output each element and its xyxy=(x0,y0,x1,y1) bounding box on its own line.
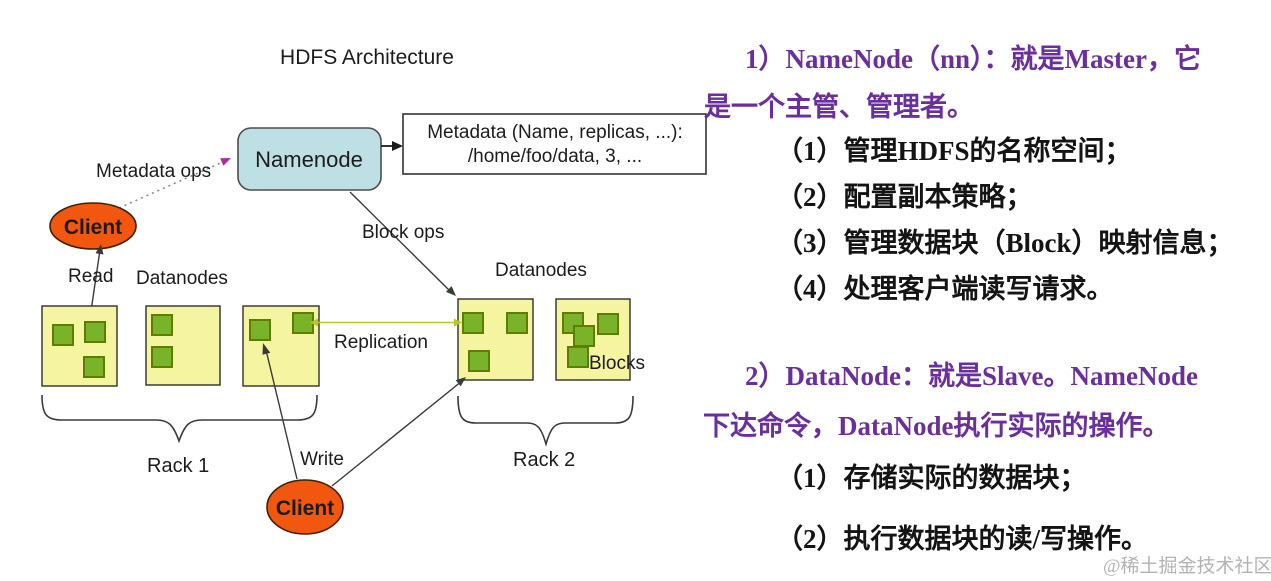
datanodes-left-label: Datanodes xyxy=(136,268,228,289)
metadata-box xyxy=(402,113,707,175)
metadata-box-line1: Metadata (Name, replicas, ...): xyxy=(427,122,683,143)
rack1-brace xyxy=(41,394,318,444)
client-top-ellipse xyxy=(49,202,137,250)
note-section2-item2: （2）执行数据块的读/写操作。 xyxy=(776,524,1149,554)
blocks-label: Blocks xyxy=(589,353,645,374)
note-section2-heading-line2: 下达命令，DataNode执行实际的操作。 xyxy=(703,411,1170,441)
metadata-box-line2: /home/foo/data, 3, ... xyxy=(468,146,642,167)
metadata-ops-dashed-line xyxy=(118,160,226,209)
note-section2-heading-line1: 2）DataNode：就是Slave。NameNode xyxy=(745,361,1198,391)
rack1-datanodes xyxy=(41,305,320,387)
block-ops-line xyxy=(349,191,452,293)
note-section1-item2: （2）配置副本策略； xyxy=(776,182,1033,212)
client-top-label: Client xyxy=(64,216,122,239)
datanodes-right-label: Datanodes xyxy=(495,260,587,281)
read-line xyxy=(90,249,101,312)
replication-arrowhead-right-icon xyxy=(454,318,462,327)
write-arrowhead-left-icon xyxy=(262,343,271,355)
block-icon xyxy=(506,312,528,334)
note-section1-heading-line2: 是一个主管、管理者。 xyxy=(704,92,974,122)
block-icon xyxy=(84,321,106,343)
note-section1-heading-line1: 1）NameNode（nn）：就是Master，它 xyxy=(745,44,1201,74)
write-line-left xyxy=(265,349,298,480)
block-icon xyxy=(52,324,74,346)
write-arrowhead-right-icon xyxy=(455,377,466,387)
read-label: Read xyxy=(68,266,113,287)
write-line-right xyxy=(331,380,463,487)
namenode-metadata-arrowhead-icon xyxy=(392,141,403,151)
hdfs-architecture-diagram: HDFS Architecture Metadata ops Namenode … xyxy=(41,46,707,535)
watermark: @稀土掘金技术社区 xyxy=(1103,556,1271,577)
block-ops-label: Block ops xyxy=(362,222,444,243)
read-arrowhead-icon xyxy=(95,244,104,255)
namenode-label: Namenode xyxy=(255,147,363,172)
block-icon xyxy=(83,356,105,378)
block-icon xyxy=(292,312,314,334)
note-section1-item4: （4）处理客户端读写请求。 xyxy=(776,274,1114,304)
rack2-datanodes xyxy=(457,298,631,381)
note-section1-item1: （1）管理HDFS的名称空间； xyxy=(776,136,1132,166)
block-icon xyxy=(249,319,271,341)
block-icon xyxy=(573,325,595,347)
metadata-ops-arrowhead-icon xyxy=(220,158,231,166)
replication-arrowhead-left-icon xyxy=(310,318,318,327)
rack1-label: Rack 1 xyxy=(147,455,209,477)
block-icon xyxy=(468,350,490,372)
namenode-box xyxy=(237,127,382,191)
note-section2-item1: （1）存储实际的数据块； xyxy=(776,463,1087,493)
block-icon xyxy=(567,346,589,368)
note-section1-item3: （3）管理数据块（Block）映射信息； xyxy=(776,228,1234,258)
rack2-brace xyxy=(457,395,634,447)
block-ops-arrowhead-icon xyxy=(446,286,456,296)
block-icon xyxy=(462,312,484,334)
client-bottom-ellipse xyxy=(266,479,344,535)
replication-label: Replication xyxy=(334,332,428,353)
block-icon xyxy=(151,314,173,336)
block-icon xyxy=(151,346,173,368)
block-icon xyxy=(597,313,619,335)
rack2-label: Rack 2 xyxy=(513,449,575,471)
diagram-title: HDFS Architecture xyxy=(280,46,454,69)
write-label: Write xyxy=(300,449,344,470)
client-bottom-label: Client xyxy=(276,497,334,520)
metadata-ops-label: Metadata ops xyxy=(96,161,211,182)
